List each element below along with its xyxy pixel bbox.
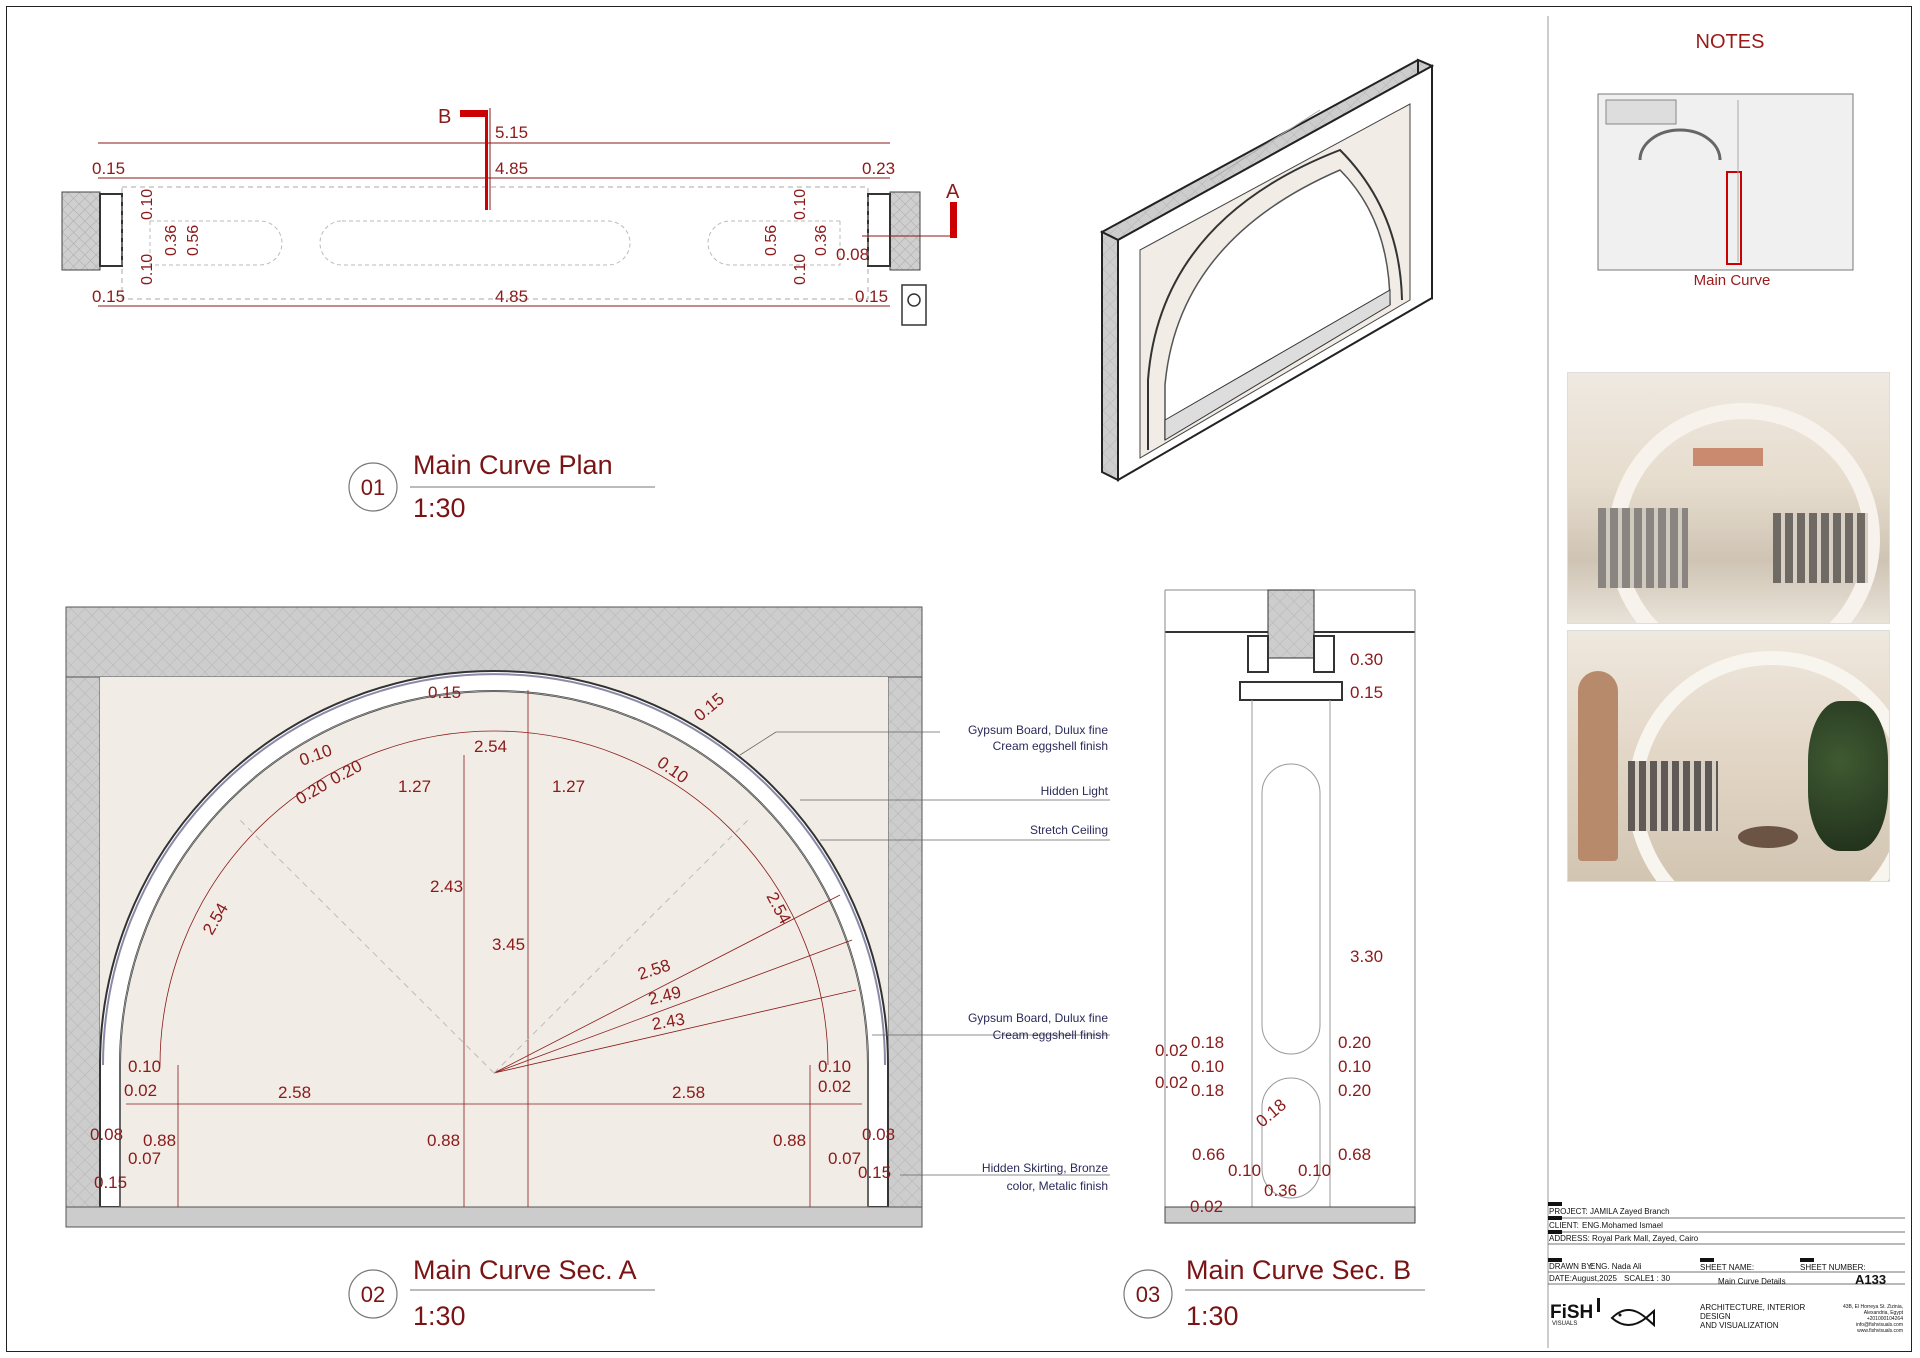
view-num-03: 03 <box>1136 1282 1160 1307</box>
secA-dim-010-l: 0.10 <box>128 1057 161 1076</box>
secB-dim-020-a: 0.20 <box>1338 1033 1371 1052</box>
secA-floor <box>65 1206 923 1228</box>
secA-dim-015-r: 0.15 <box>858 1163 891 1182</box>
section-mark-a-flag <box>950 202 957 238</box>
secB-dim-068: 0.68 <box>1338 1145 1371 1164</box>
secA-dim-088-left: 0.88 <box>143 1131 176 1150</box>
plan-dim-inner-bottom: 4.85 <box>495 287 528 306</box>
note-skirting-2: color, Metalic finish <box>1007 1179 1108 1193</box>
notes-header: NOTES <box>1696 31 1765 53</box>
secA-dim-007-r: 0.07 <box>828 1149 861 1168</box>
view-scale-03: 1:30 <box>1186 1301 1239 1331</box>
secB-dim-010-b: 0.10 <box>1338 1057 1371 1076</box>
secB-dim-010-a: 0.10 <box>1191 1057 1224 1076</box>
secA-dim-127-b: 1.27 <box>552 777 585 796</box>
secB-dim-330: 3.30 <box>1350 947 1383 966</box>
secA-dim-088-right: 0.88 <box>773 1131 806 1150</box>
secB-dim-015: 0.15 <box>1350 683 1383 702</box>
note-gypsum-bottom-2: Cream eggshell finish <box>993 1028 1108 1042</box>
secA-dim-010-r: 0.10 <box>818 1057 851 1076</box>
plan-right-wall <box>889 191 921 271</box>
plan-dim-v036-a: 0.36 <box>163 225 180 256</box>
secA-dim-002-l: 0.02 <box>124 1081 157 1100</box>
view-num-02: 02 <box>361 1282 385 1307</box>
secA-dim-007-l: 0.07 <box>128 1149 161 1168</box>
plan-dim-v010-b: 0.10 <box>139 254 156 285</box>
view-title-text-03: Main Curve Sec. B <box>1186 1255 1411 1285</box>
secA-left-wall <box>65 676 101 1208</box>
secB-dim-030: 0.30 <box>1350 650 1383 669</box>
plan-dim-v056-a: 0.56 <box>185 225 202 256</box>
section-a-view: 0.15 2.54 1.27 1.27 2.43 3.45 2.58 2.49 … <box>65 606 1110 1228</box>
secB-dim-002-c: 0.02 <box>1190 1197 1223 1216</box>
isometric-view <box>1099 58 1435 482</box>
secB-dim-002-a: 0.02 <box>1155 1041 1188 1060</box>
section-mark-b: B <box>438 106 451 128</box>
secB-dim-066: 0.66 <box>1192 1145 1225 1164</box>
secB-dim-002-b: 0.02 <box>1155 1073 1188 1092</box>
secB-dim-018-a: 0.18 <box>1191 1033 1224 1052</box>
plan-dim-v010-d: 0.10 <box>792 254 809 285</box>
note-gypsum-top-1: Gypsum Board, Dulux fine <box>968 723 1108 737</box>
secA-dim-243: 2.43 <box>430 877 463 896</box>
view-title-03: 03 Main Curve Sec. B 1:30 <box>1123 1255 1425 1331</box>
secA-dim-258-left: 2.58 <box>278 1083 311 1102</box>
plan-dim-left-top: 0.15 <box>92 159 125 178</box>
view-title-02: 02 Main Curve Sec. A 1:30 <box>348 1255 655 1331</box>
view-title-01: 01 Main Curve Plan 1:30 <box>348 450 655 523</box>
plan-dim-v056-b: 0.56 <box>763 225 780 256</box>
secA-right-wall <box>887 676 923 1208</box>
secA-ceiling-slab <box>65 606 923 678</box>
section-mark-a: A <box>946 181 960 203</box>
sheet-frame <box>6 6 1912 1352</box>
render-image-1 <box>1567 372 1890 624</box>
secA-dim-008-r: 0.08 <box>862 1125 895 1144</box>
secA-dim-088-center: 0.88 <box>427 1131 460 1150</box>
material-notes: Gypsum Board, Dulux fine Cream eggshell … <box>968 723 1109 1193</box>
note-gypsum-bottom-1: Gypsum Board, Dulux fine <box>968 1011 1108 1025</box>
plan-dim-v010-c: 0.10 <box>792 189 809 220</box>
note-skirting-1: Hidden Skirting, Bronze <box>982 1161 1108 1175</box>
secA-dim-015-l: 0.15 <box>94 1173 127 1192</box>
secB-dim-010-c: 0.10 <box>1228 1161 1261 1180</box>
secB-dim-036: 0.36 <box>1264 1181 1297 1200</box>
section-mark-b-flag <box>460 110 488 117</box>
note-hidden-light: Hidden Light <box>1041 784 1109 798</box>
secA-dim-258-right: 2.58 <box>672 1083 705 1102</box>
secB-dim-020-b: 0.20 <box>1338 1081 1371 1100</box>
secA-dim-127-a: 1.27 <box>398 777 431 796</box>
section-b-view: 0.30 0.15 3.30 0.18 0.02 0.10 0.02 0.18 … <box>1155 589 1416 1224</box>
plan-dim-right-top: 0.23 <box>862 159 895 178</box>
view-title-text-02: Main Curve Sec. A <box>413 1255 637 1285</box>
secA-dim-254-top: 2.54 <box>474 737 507 756</box>
key-plan-label: Main Curve <box>1694 272 1771 289</box>
plan-dim-left-bottom: 0.15 <box>92 287 125 306</box>
secB-dim-018-b: 0.18 <box>1191 1081 1224 1100</box>
plan-view: B A 5.15 4.85 4.85 0.15 0.15 0.23 0.15 0… <box>61 106 960 326</box>
secA-dim-008-l: 0.08 <box>90 1125 123 1144</box>
plan-left-wall <box>61 191 101 271</box>
plan-dim-inner-top: 4.85 <box>495 159 528 178</box>
plan-dim-overall: 5.15 <box>495 123 528 142</box>
note-stretch-ceiling: Stretch Ceiling <box>1030 823 1108 837</box>
key-plan: Main Curve <box>1597 93 1854 289</box>
plan-dim-v010-a: 0.10 <box>139 189 156 220</box>
secB-dim-010-d: 0.10 <box>1298 1161 1331 1180</box>
plan-dim-v036-b: 0.36 <box>813 225 830 256</box>
secA-dim-002-r: 0.02 <box>818 1077 851 1096</box>
view-num-01: 01 <box>361 475 385 500</box>
plan-dim-008: 0.08 <box>836 245 869 264</box>
note-gypsum-top-2: Cream eggshell finish <box>993 739 1108 753</box>
render-image-2 <box>1567 630 1890 882</box>
secA-dim-345: 3.45 <box>492 935 525 954</box>
plan-dim-right-bottom: 0.15 <box>855 287 888 306</box>
secA-dim-015: 0.15 <box>428 683 461 702</box>
view-scale-02: 1:30 <box>413 1301 466 1331</box>
view-scale-01: 1:30 <box>413 493 466 523</box>
view-title-text-01: Main Curve Plan <box>413 450 613 480</box>
